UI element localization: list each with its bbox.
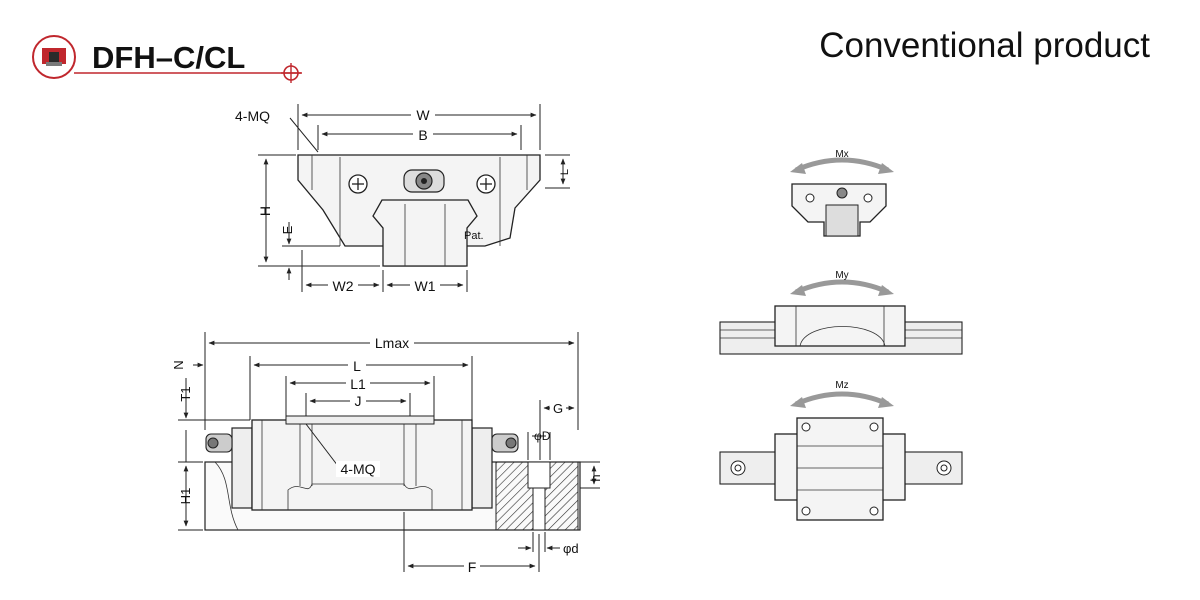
my-label: My [835,270,848,281]
pat-label: Pat. [464,230,484,242]
dim-f-label: F [468,559,477,575]
dim-w2-label: W2 [333,278,354,294]
dim-w1-label: W1 [415,278,436,294]
moment-my-view: My [719,270,963,355]
mq-label: 4-MQ [235,108,270,124]
rail-profile [372,199,478,267]
dim-n-label: N [171,360,186,369]
dim-t1-label: T1 [178,386,193,401]
screw-icon [348,174,368,194]
dim-b-label: B [418,127,427,143]
dim-l-label: L [353,358,361,374]
crosshair-icon [281,63,301,83]
dim-e-label: E [280,225,295,234]
dim-h-label: H [257,206,273,216]
brand-logo-icon [32,35,76,79]
mx-label: Mx [835,149,848,160]
grease-nipple-icon [205,433,233,453]
dim-h-small-label: h [588,474,603,481]
grease-nipple-icon [491,433,519,453]
moment-mz-view: Mz [719,380,963,521]
page-subtitle: Conventional product [819,26,1150,65]
dim-w-label: W [416,107,430,123]
grease-nipple-icon [403,169,445,193]
screw-icon [476,174,496,194]
dim-l-small-label: L [559,169,571,175]
dim-phi-small-d-label: φd [563,541,579,556]
dim-lmax-label: Lmax [375,335,409,351]
dim-h1-label: H1 [178,488,193,505]
model-title: DFH–C/CL [92,40,245,75]
dim-j-label: J [355,393,362,409]
dim-phi-big-d-label: φD [534,429,551,443]
front-view-drawing: Pat. 4-MQ W B H E L W2 [235,104,571,294]
mz-label: Mz [835,380,848,391]
header: DFH–C/CL Conventional product [32,26,1150,83]
side-view-drawing: 4-MQ Lmax N L L1 J T1 [171,332,603,575]
side-mq-label: 4-MQ [341,461,376,477]
moment-mx-view: Mx [790,149,894,237]
dim-g-label: G [553,401,563,416]
dim-l1-label: L1 [350,376,366,392]
